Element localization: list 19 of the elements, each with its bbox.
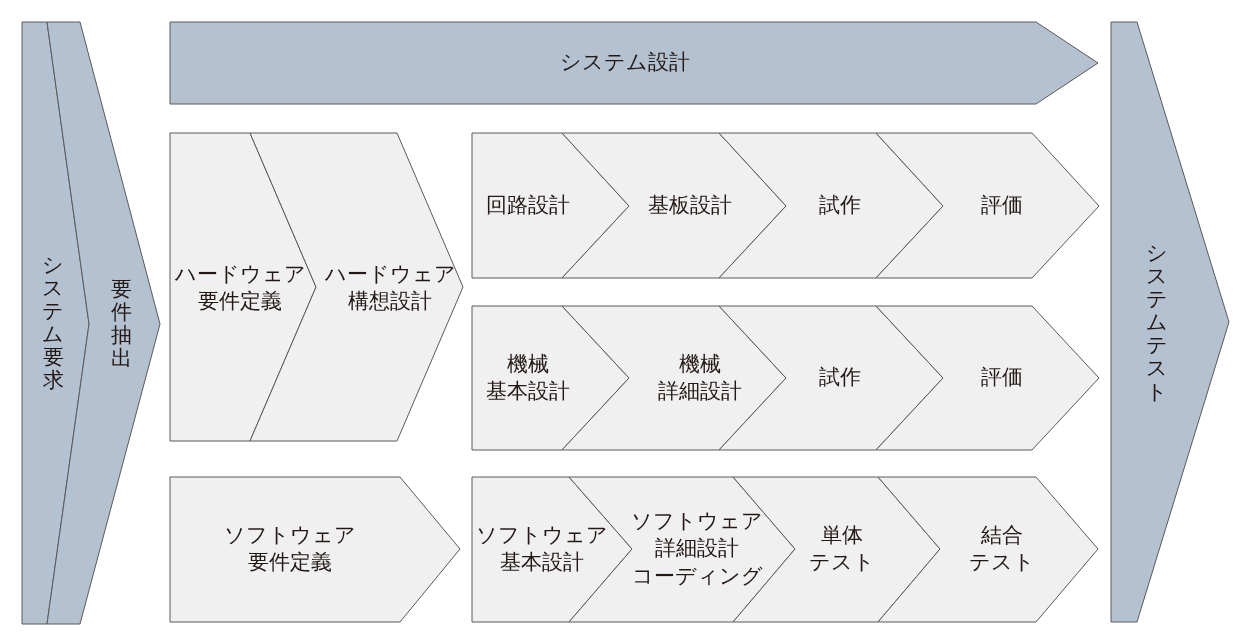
step-label: 機械詳細設計 [658,350,742,405]
step-label: ハードウェア要件定義 [174,260,306,315]
step-label: システム設計 [560,49,690,77]
step-label: 評価 [981,192,1023,220]
step-label: ソフトウェア基本設計 [476,521,608,576]
step-label: 要件抽出 [110,277,132,371]
step-label: 試作 [819,364,861,392]
step-label: システム要求 [42,253,64,393]
step-label: 回路設計 [486,192,570,220]
step-label: 基板設計 [648,192,732,220]
step-label: 結合テスト [969,521,1035,576]
step-label: 評価 [981,364,1023,392]
step-label: ソフトウェア要件定義 [224,521,356,576]
step-label: ハードウェア構想設計 [324,260,456,315]
step-label: ソフトウェア詳細設計コーディング [631,508,763,590]
step-label: 機械基本設計 [486,350,570,405]
step-label: 試作 [819,192,861,220]
step-label: 単体テスト [809,521,875,576]
step-label: システムテスト [1146,242,1168,404]
